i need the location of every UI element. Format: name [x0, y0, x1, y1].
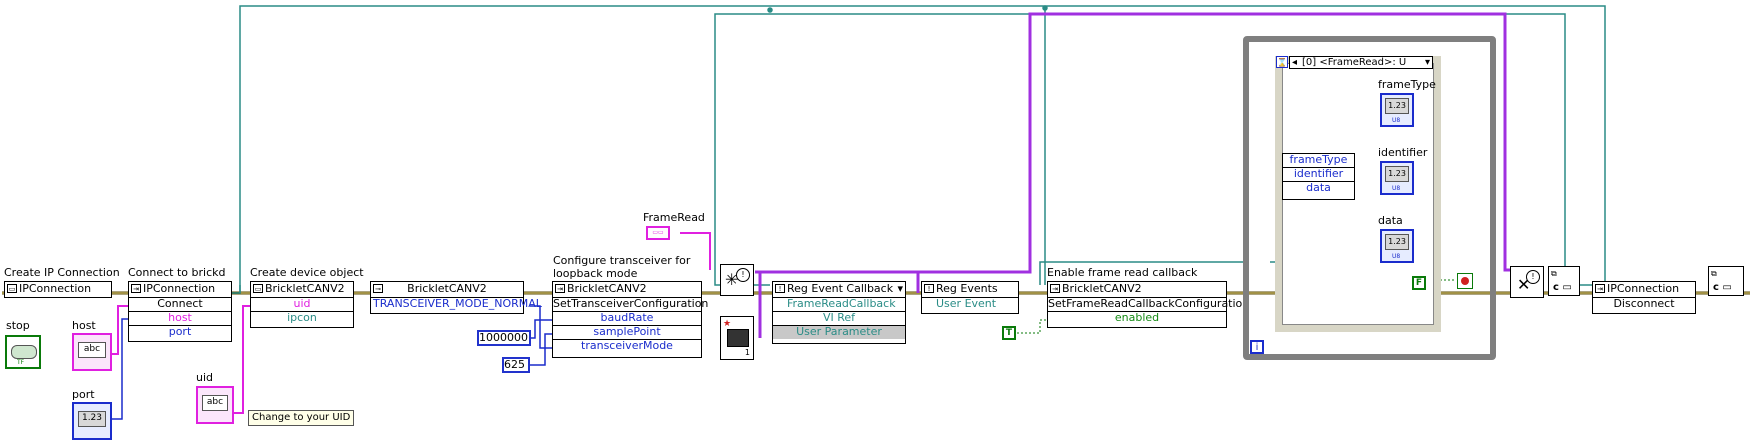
method-set-frameread: SetFrameReadCallbackConfiguration [1048, 297, 1250, 312]
callback-user-param: User Parameter [773, 326, 905, 339]
callback-vi-ref: VI Ref [773, 312, 905, 326]
vi-icon [727, 329, 749, 347]
vi-index: 1 [744, 348, 750, 357]
invoke-icon: ⇥ [131, 284, 141, 293]
ipconnection-create-node[interactable]: ▭IPConnection [4, 281, 112, 298]
label-frameread: FrameRead [643, 211, 705, 224]
event-timeout-icon[interactable]: ⌛ [1276, 56, 1288, 68]
left-arrow-icon[interactable]: ◂ [1292, 57, 1298, 68]
label-frametype: frameType [1378, 78, 1436, 91]
port-control[interactable]: 1.23 [72, 402, 112, 440]
close-ipconnection-node[interactable]: ⧉ c ▭ [1708, 266, 1744, 296]
label-configure-1: Configure transceiver for [553, 254, 691, 267]
event-icon: ! [736, 268, 750, 282]
label-port: port [72, 388, 95, 401]
reg-events-node[interactable]: !Reg Events User Event [921, 281, 1019, 314]
uid-control[interactable]: abc [196, 386, 234, 424]
key-icon: ⊸ [373, 284, 383, 293]
reference-icon: ⧉ [1551, 269, 1557, 278]
dropdown-arrow-icon[interactable]: ▾ [897, 282, 903, 295]
label-stop: stop [6, 319, 30, 332]
event-icon: ! [1526, 270, 1540, 284]
create-user-event-node[interactable]: ✳ ! [720, 264, 754, 296]
uid-hint-tooltip: Change to your UID [248, 410, 355, 426]
param-enabled: enabled [1114, 311, 1160, 324]
this-vi-reference[interactable]: ★ 1 [720, 316, 754, 360]
loop-stop-terminal [1457, 273, 1473, 289]
close-icon: c ▭ [1553, 282, 1572, 293]
enum-transceiver-mode: TRANSCEIVER_MODE_NORMAL [373, 297, 542, 310]
label-enable-frame: Enable frame read callback [1047, 266, 1198, 279]
param-host: host [129, 312, 231, 326]
method-disconnect: Disconnect [1613, 297, 1675, 310]
stop-icon [1461, 277, 1469, 285]
param-port: port [168, 325, 192, 338]
bricklet-property-node[interactable]: ⊸BrickletCANV2 TRANSCEIVER_MODE_NORMAL [370, 281, 542, 314]
unbundle-identifier: identifier [1283, 168, 1354, 182]
label-create-ip: Create IP Connection [4, 266, 120, 279]
param-transceivermode: transceiverMode [581, 339, 673, 352]
star-icon: ★ [723, 319, 732, 329]
label-create-device: Create device object [250, 266, 364, 279]
reg-event-callback-node[interactable]: !Reg Event Callback▾ FrameReadCallback V… [772, 281, 906, 344]
invoke-icon: ⇥ [555, 284, 565, 293]
unbundle-frametype: frameType [1283, 154, 1354, 168]
invoke-icon: ⇥ [1050, 284, 1060, 293]
asterisk-icon: ✳ [725, 270, 739, 289]
param-uid: uid [251, 298, 353, 312]
stop-control[interactable]: TF [5, 335, 41, 369]
frameread-cluster-constant[interactable]: ▭▭ [646, 226, 670, 240]
param-ipcon: ipcon [287, 311, 317, 324]
close-reference-node[interactable]: ⧉ c ▭ [1548, 266, 1580, 296]
reference-icon: ⧉ [1711, 269, 1717, 278]
label-identifier: identifier [1378, 146, 1428, 159]
method-set-transceiver: SetTransceiverConfiguration [553, 297, 709, 312]
loop-iteration-terminal: i [1250, 340, 1264, 354]
tf-indicator: TF [17, 359, 25, 366]
param-samplepoint: samplePoint [553, 326, 701, 340]
label-uid: uid [196, 371, 214, 384]
label-data: data [1378, 214, 1403, 227]
ipconnection-disconnect-node[interactable]: ⇥IPConnection Disconnect [1592, 281, 1696, 314]
event-wire [755, 12, 1520, 338]
ipconnection-connect-node[interactable]: ⇥IPConnection Connect host port [128, 281, 232, 342]
dropdown-arrow-icon[interactable]: ▾ [1424, 57, 1430, 68]
string-wire [112, 232, 711, 414]
bricklet-configure-node[interactable]: ⇥BrickletCANV2 SetTransceiverConfigurati… [552, 281, 709, 358]
bricklet-enable-node[interactable]: ⇥BrickletCANV2 SetFrameReadCallbackConfi… [1047, 281, 1250, 328]
unbundle-data: data [1306, 181, 1331, 194]
event-icon: ! [924, 284, 934, 293]
samplepoint-constant[interactable]: 625 [502, 357, 530, 373]
close-icon: c ▭ [1713, 282, 1732, 293]
method-connect: Connect [129, 298, 231, 312]
false-constant[interactable]: F [1412, 276, 1426, 290]
callback-frameread[interactable]: FrameReadCallback [773, 298, 905, 312]
param-baudrate: baudRate [553, 312, 701, 326]
invoke-icon: ⇥ [1595, 284, 1605, 293]
user-event-item[interactable]: User Event [936, 297, 997, 310]
event-case-selector[interactable]: ◂ [0] <FrameRead>: U ▾ [1289, 56, 1433, 69]
label-configure-2: loopback mode [553, 267, 638, 280]
stop-button-icon [11, 345, 37, 359]
constructor-icon: ▭ [253, 284, 263, 293]
bricklet-create-node[interactable]: ▭BrickletCANV2 uid ipcon [250, 281, 354, 328]
baudrate-constant[interactable]: 1000000 [477, 330, 531, 346]
label-host: host [72, 319, 96, 332]
host-control[interactable]: abc [72, 333, 112, 371]
unregister-events-node[interactable]: ✕ ! [1510, 266, 1544, 298]
ipconnection-icon: ▭ [7, 284, 17, 293]
event-icon: ! [775, 284, 785, 293]
label-connect-brickd: Connect to brickd [128, 266, 226, 279]
true-constant[interactable]: T [1002, 326, 1016, 340]
unbundle-by-name-node[interactable]: frameType identifier data [1282, 153, 1355, 200]
while-loop[interactable] [1243, 36, 1496, 360]
